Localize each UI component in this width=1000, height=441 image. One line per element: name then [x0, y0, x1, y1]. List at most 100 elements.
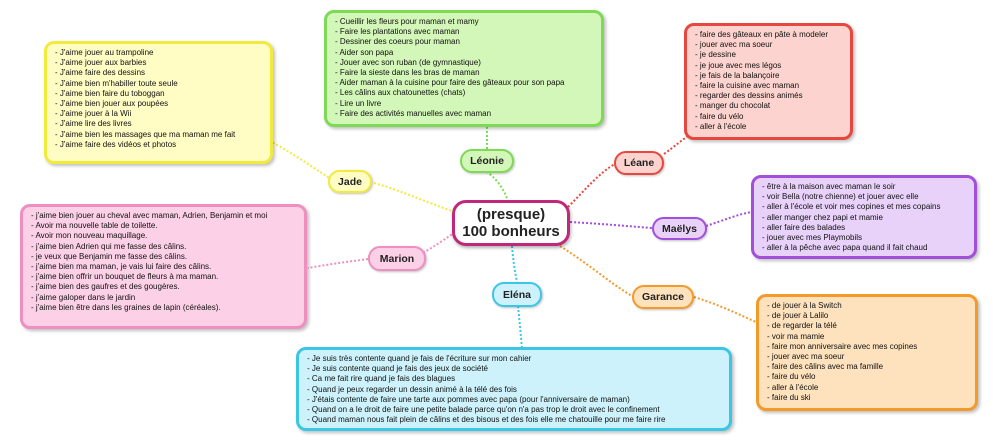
list-item: j'aime bien des gaufres et des gougères. — [31, 282, 298, 292]
list-item: Je suis très contente quand je fais de l… — [307, 354, 723, 364]
connector-maelys-box — [705, 211, 753, 227]
marion-node: Marion — [368, 246, 426, 271]
elena-box: Je suis très contente quand je fais de l… — [296, 347, 732, 431]
list-item: de regarder la télé — [767, 321, 969, 331]
connector-garance — [559, 245, 633, 297]
list-item: je fais de la balançoire — [695, 71, 844, 81]
list-item: Dessiner des coeurs pour maman — [335, 37, 595, 47]
list-item: J'aime bien jouer aux poupées — [55, 99, 264, 109]
leane-box: faire des gâteaux en pâte à modeler joue… — [684, 23, 853, 140]
list-item: aller à l'école — [695, 122, 844, 132]
list-item: Lire un livre — [335, 99, 595, 109]
list-item: faire la cuisine avec maman — [695, 81, 844, 91]
connector-leane-box — [663, 135, 689, 155]
elena-node: Eléna — [492, 282, 542, 307]
list-item: Quand je peux regarder un dessin animé à… — [307, 385, 723, 395]
list-item: J'aime bien faire du toboggan — [55, 89, 264, 99]
jade-node: Jade — [328, 170, 372, 193]
central-topic-line1: (presque) — [476, 206, 546, 223]
list-item: J'aime jouer au trampoline — [55, 48, 264, 58]
list-item: je dessine — [695, 50, 844, 60]
list-item: j'aime bien offrir un bouquet de fleurs … — [31, 272, 298, 282]
list-item: J'aime jouer à la Wii — [55, 109, 264, 119]
list-item: je joue avec mes légos — [695, 61, 844, 71]
list-item: jouer avec mes Playmobils — [762, 233, 968, 243]
list-item: J'aime jouer aux barbies — [55, 58, 264, 68]
list-item: faire des câlins avec ma famille — [767, 362, 969, 372]
list-item: Faire des activités manuelles avec maman — [335, 109, 595, 119]
central-topic-line2: 100 bonheurs — [462, 223, 560, 240]
list-item: Jouer avec son ruban (de gymnastique) — [335, 58, 595, 68]
central-topic: (presque) 100 bonheurs — [452, 200, 570, 246]
list-item: Faire la sieste dans les bras de maman — [335, 68, 595, 78]
connector-garance-box — [693, 296, 757, 323]
list-item: faire du ski — [767, 393, 969, 403]
connector-jade-box — [271, 141, 333, 181]
list-item: aller à la pêche avec papa quand il fait… — [762, 243, 968, 253]
list-item: regarder des dessins animés — [695, 91, 844, 101]
maelys-list: être à la maison avec maman le soir voir… — [762, 182, 968, 253]
connector-maelys — [569, 221, 653, 229]
jade-box: J'aime jouer au trampoline J'aime jouer … — [44, 41, 273, 164]
elena-list: Je suis très contente quand je fais de l… — [307, 354, 723, 425]
list-item: Quand maman nous fait plein de câlins et… — [307, 415, 723, 425]
list-item: jouer avec ma soeur — [695, 40, 844, 50]
list-item: Ca me fait rire quand je fais des blague… — [307, 374, 723, 384]
list-item: faire mon anniversaire avec mes copines — [767, 342, 969, 352]
list-item: voir ma mamie — [767, 332, 969, 342]
maelys-box: être à la maison avec maman le soir voir… — [751, 175, 977, 259]
list-item: Avoir ma nouvelle table de toilette. — [31, 221, 298, 231]
list-item: aller à l'école — [767, 383, 969, 393]
list-item: faire du vélo — [695, 112, 844, 122]
list-item: Avoir mon nouveau maquillage. — [31, 231, 298, 241]
maelys-node: Maëlys — [652, 217, 707, 240]
list-item: faire du vélo — [767, 372, 969, 382]
list-item: Quand on a le droit de faire une petite … — [307, 405, 723, 415]
list-item: aller à l'école et voir mes copines et m… — [762, 202, 968, 212]
leonie-list: Cueillir les fleurs pour maman et mamy F… — [335, 17, 595, 119]
list-item: de jouer à Lalilo — [767, 311, 969, 321]
jade-list: J'aime jouer au trampoline J'aime jouer … — [55, 48, 264, 150]
list-item: de jouer à la Switch — [767, 301, 969, 311]
garance-list: de jouer à la Switch de jouer à Lalilo d… — [767, 301, 969, 403]
garance-node: Garance — [632, 285, 694, 309]
list-item: j'aime bien ma maman, je vais lui faire … — [31, 262, 298, 272]
garance-box: de jouer à la Switch de jouer à Lalilo d… — [756, 294, 978, 411]
list-item: manger du chocolat — [695, 101, 844, 111]
list-item: J'aime faire des vidéos et photos — [55, 140, 264, 150]
list-item: aller manger chez papi et mamie — [762, 213, 968, 223]
leonie-box: Cueillir les fleurs pour maman et mamy F… — [324, 10, 604, 127]
marion-box: j'aime bien jouer au cheval avec maman, … — [20, 204, 307, 329]
leane-list: faire des gâteaux en pâte à modeler joue… — [695, 30, 844, 132]
list-item: être à la maison avec maman le soir — [762, 182, 968, 192]
connector-elena — [511, 245, 518, 283]
list-item: je veux que Benjamin me fasse des câlins… — [31, 252, 298, 262]
connector-elena-box — [517, 305, 523, 349]
connector-leane — [567, 163, 616, 208]
marion-list: j'aime bien jouer au cheval avec maman, … — [31, 211, 298, 313]
list-item: jouer avec ma soeur — [767, 352, 969, 362]
list-item: J'étais contente de faire une tarte aux … — [307, 395, 723, 405]
list-item: J'aime bien les massages que ma maman me… — [55, 130, 264, 140]
list-item: J'aime bien m'habiller toute seule — [55, 79, 264, 89]
list-item: Cueillir les fleurs pour maman et mamy — [335, 17, 595, 27]
list-item: j'aime bien être dans les graines de lap… — [31, 303, 298, 313]
list-item: J'aime faire des dessins — [55, 68, 264, 78]
connector-jade — [369, 181, 456, 213]
list-item: j'aime bien Adrien qui me fasse des câli… — [31, 242, 298, 252]
list-item: J'aime lire des livres — [55, 119, 264, 129]
list-item: j'aime bien jouer au cheval avec maman, … — [31, 211, 298, 221]
list-item: aller faire des balades — [762, 223, 968, 233]
list-item: j'aime galoper dans le jardin — [31, 293, 298, 303]
connector-marion-box — [307, 258, 369, 269]
list-item: Les câlins aux chatounettes (chats) — [335, 88, 595, 98]
list-item: faire des gâteaux en pâte à modeler — [695, 30, 844, 40]
leonie-node: Léonie — [460, 149, 514, 173]
list-item: voir Bella (notre chienne) et jouer avec… — [762, 192, 968, 202]
list-item: Aider son papa — [335, 48, 595, 58]
connector-leonie — [486, 171, 509, 203]
leane-node: Léane — [614, 151, 664, 175]
list-item: Faire les plantations avec maman — [335, 27, 595, 37]
list-item: Je suis contente quand je fais des jeux … — [307, 364, 723, 374]
